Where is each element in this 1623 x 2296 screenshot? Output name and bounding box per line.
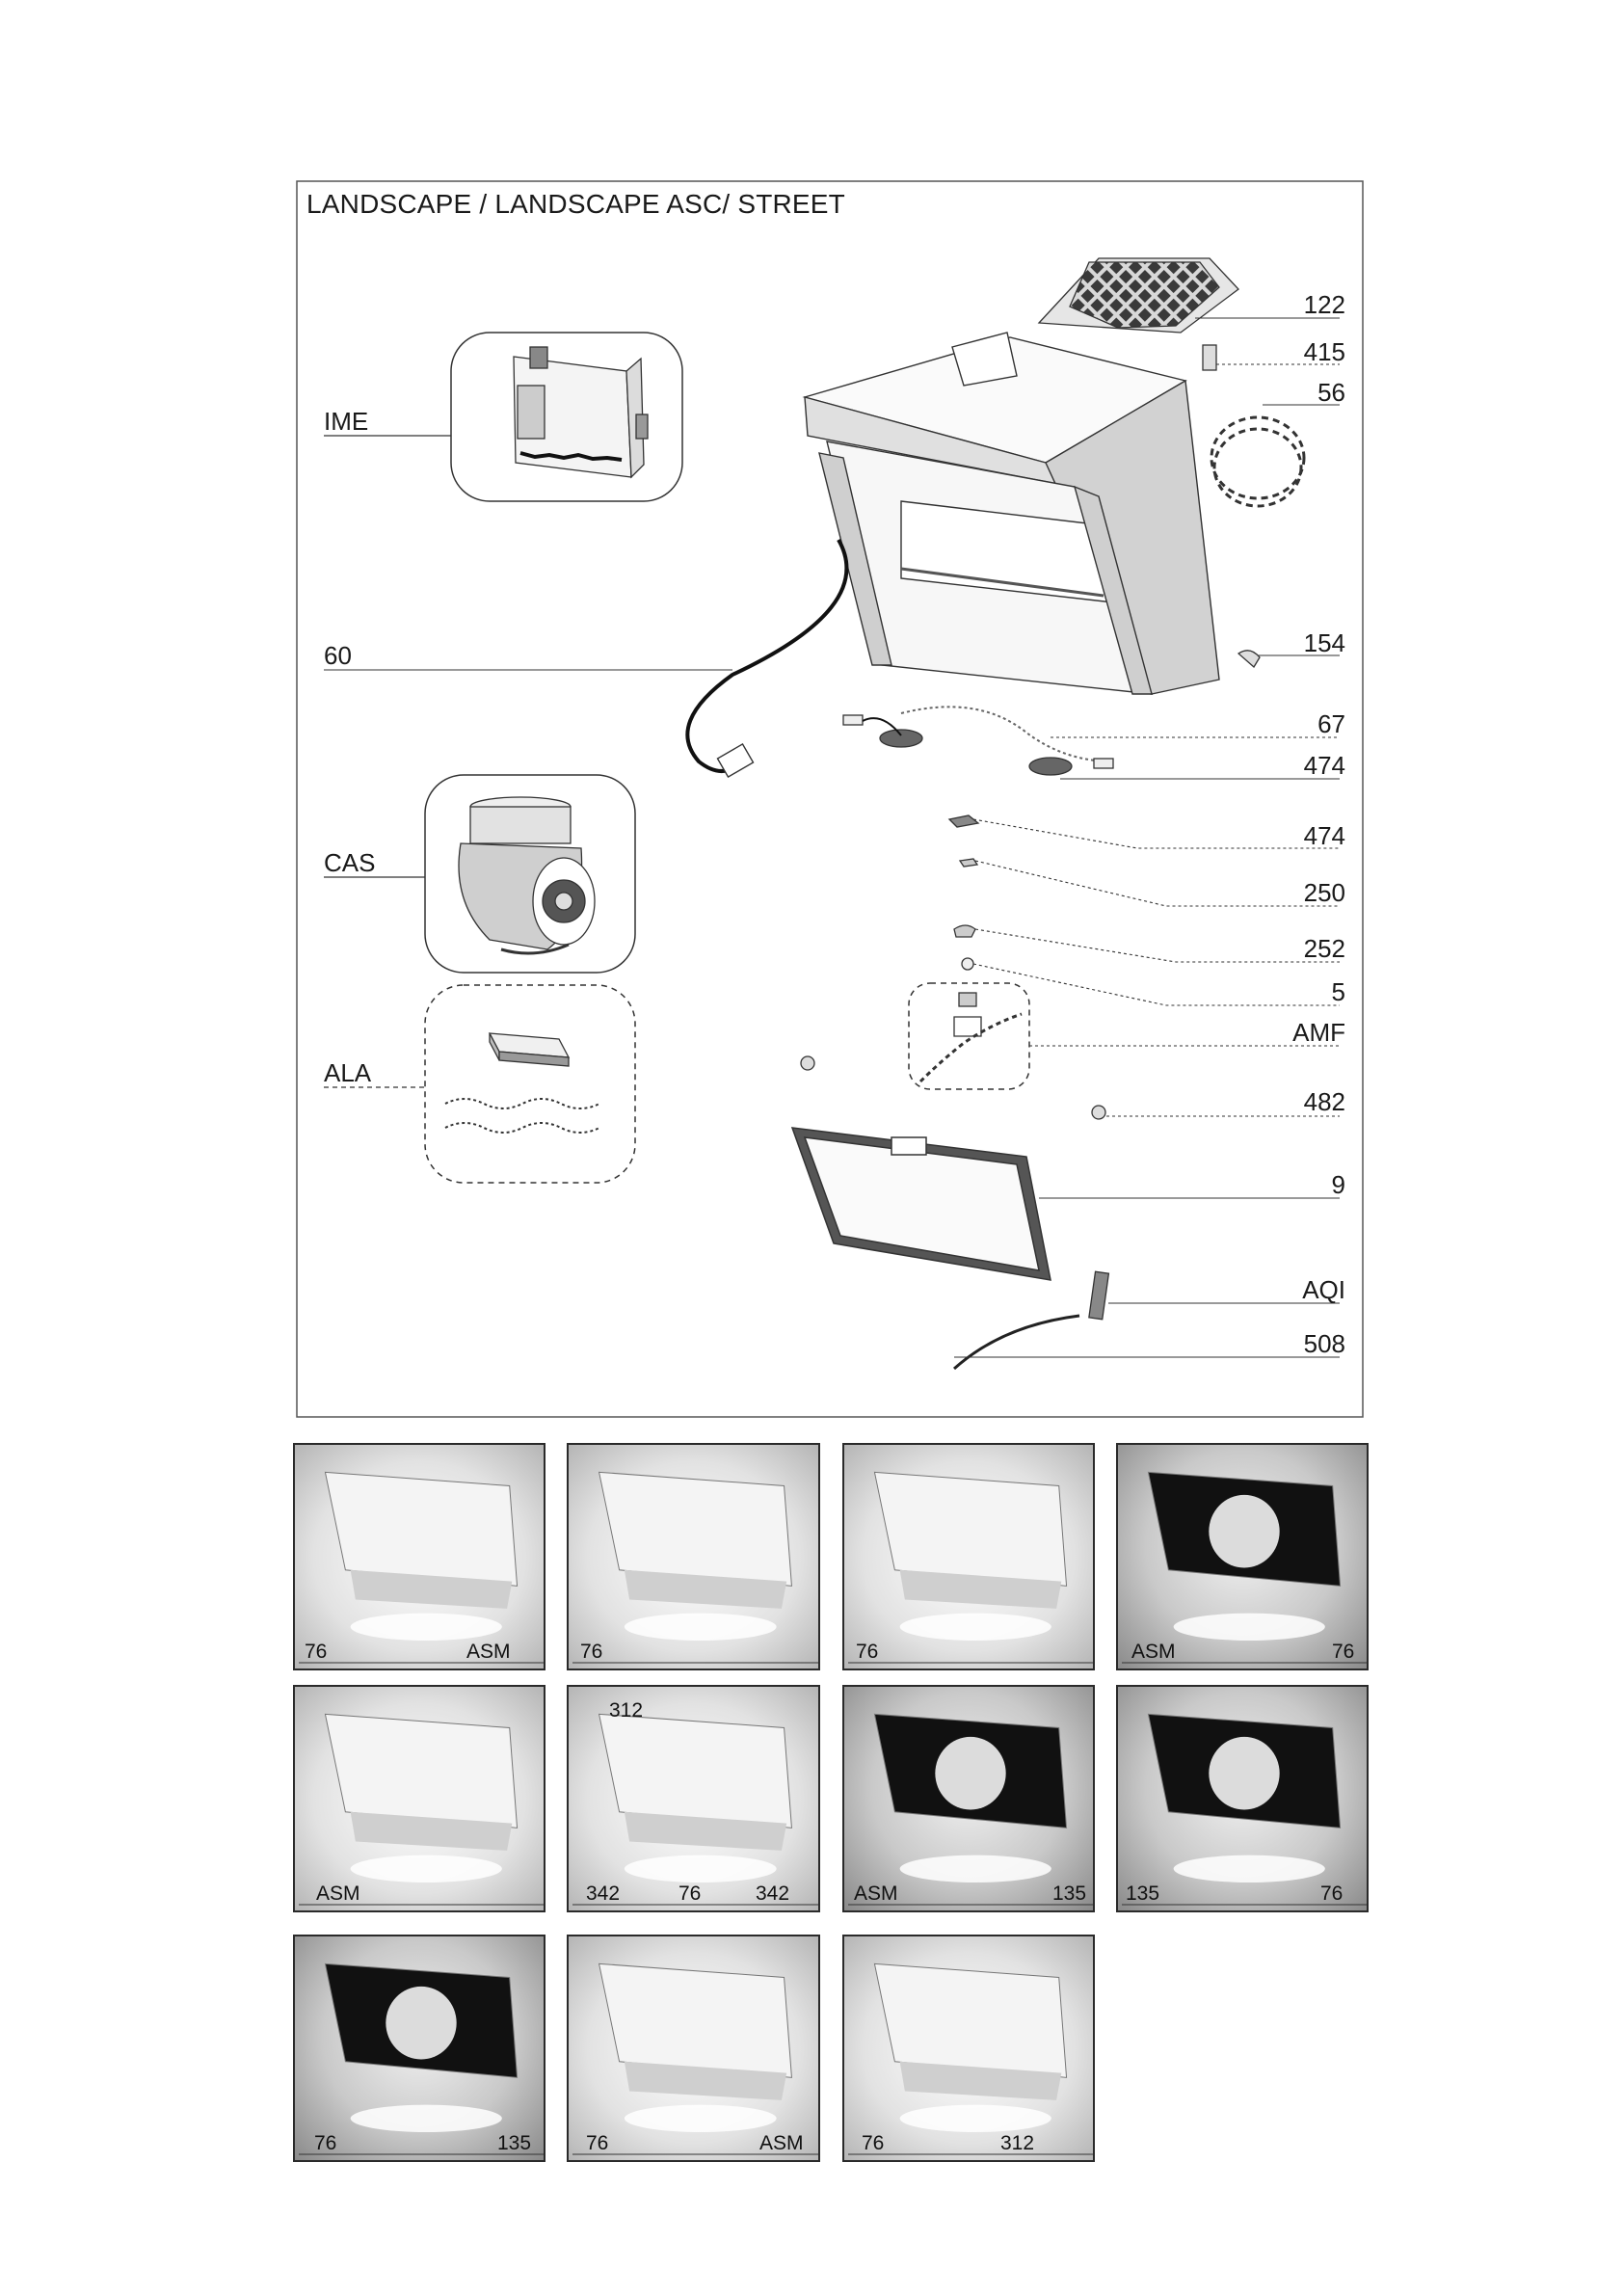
hood-variant-illustration <box>1122 1713 1367 1906</box>
electronic-board-part <box>513 346 649 479</box>
hood-body-part <box>802 332 1220 695</box>
variant-part-label: 76 <box>314 2132 337 2154</box>
led-driver-part <box>444 1032 600 1134</box>
leader-lines <box>324 317 1340 1358</box>
variant-part-label: 76 <box>678 1882 702 1905</box>
variant-part-label: 76 <box>586 2132 609 2154</box>
power-cable-part <box>685 539 849 773</box>
amf-callout-box <box>908 982 1030 1090</box>
part-label-252: 252 <box>1303 934 1345 963</box>
variant-part-label: 76 <box>1332 1641 1355 1663</box>
variant-part-label: 312 <box>609 1699 644 1722</box>
variant-part-label: ASM <box>759 2132 804 2154</box>
variant-part-label: 135 <box>1126 1882 1160 1905</box>
variant-part-label: ASM <box>466 1641 511 1663</box>
variant-thumbnail-6: 312 342 76 342 <box>567 1685 820 1912</box>
part-label-482: 482 <box>1303 1087 1345 1116</box>
ala-callout-box <box>424 984 636 1184</box>
part-label-56: 56 <box>1317 378 1345 407</box>
hood-variant-illustration <box>299 1471 544 1664</box>
variant-part-label: 76 <box>862 2132 885 2154</box>
diagram-frame <box>296 180 1364 1418</box>
label-ime: IME <box>324 407 369 436</box>
variant-part-label: 76 <box>580 1641 603 1663</box>
variant-thumbnail-8: 135 76 <box>1116 1685 1369 1912</box>
carbon-filter-part <box>1037 257 1239 334</box>
part-label-415: 415 <box>1303 337 1345 366</box>
part-label-154: 154 <box>1303 628 1345 657</box>
lamp-parts <box>800 706 1114 1120</box>
hood-variant-illustration <box>572 1713 818 1906</box>
hood-variant-illustration <box>299 1713 544 1906</box>
variant-part-label: 76 <box>305 1641 328 1663</box>
part-label-9: 9 <box>1331 1170 1345 1199</box>
part-label-67: 67 <box>1317 709 1345 738</box>
part-label-474: 474 <box>1303 821 1345 850</box>
motor-part <box>458 796 596 955</box>
variant-thumbnail-3: 76 <box>842 1443 1095 1670</box>
variant-thumbnail-2: 76 <box>567 1443 820 1670</box>
part-label-aqi: AQI <box>1302 1275 1345 1304</box>
page-title: LANDSCAPE / LANDSCAPE ASC/ STREET <box>306 189 845 219</box>
hood-variant-illustration <box>848 1713 1093 1906</box>
variant-part-label: 135 <box>497 2132 532 2154</box>
hood-variant-illustration <box>848 1471 1093 1664</box>
variant-part-label: 342 <box>586 1882 621 1905</box>
hood-variant-illustration <box>572 1962 818 2155</box>
part-label-5: 5 <box>1331 977 1345 1006</box>
variant-part-label: ASM <box>316 1882 360 1905</box>
part-label-508: 508 <box>1303 1329 1345 1358</box>
ime-callout-box <box>450 332 683 502</box>
variant-part-label: 342 <box>756 1882 790 1905</box>
part-label-amf: AMF <box>1292 1018 1345 1047</box>
cas-callout-box <box>424 774 636 974</box>
hood-variant-illustration <box>572 1471 818 1664</box>
part-label-474: 474 <box>1303 751 1345 780</box>
label-ala: ALA <box>324 1058 372 1087</box>
label-cas: CAS <box>324 848 376 877</box>
part-label-122: 122 <box>1303 290 1345 319</box>
variant-part-label: 76 <box>856 1641 879 1663</box>
label-60: 60 <box>324 641 352 670</box>
variant-part-label: 312 <box>1000 2132 1035 2154</box>
variant-thumbnail-10: 76 ASM <box>567 1935 820 2162</box>
grease-filter-part <box>790 1127 1051 1281</box>
variant-thumbnail-9: 76 135 <box>293 1935 545 2162</box>
variant-thumbnail-11: 76 312 <box>842 1935 1095 2162</box>
part-label-250: 250 <box>1303 878 1345 907</box>
plug-icon <box>716 743 755 778</box>
hood-variant-illustration <box>299 1962 544 2155</box>
variant-part-label: ASM <box>854 1882 898 1905</box>
variant-part-label: 76 <box>1320 1882 1344 1905</box>
variant-thumbnail-5: ASM <box>293 1685 545 1912</box>
variant-thumbnail-4: ASM 76 <box>1116 1443 1369 1670</box>
variant-part-label: 135 <box>1052 1882 1087 1905</box>
variant-part-label: ASM <box>1131 1641 1176 1663</box>
hood-variant-illustration <box>848 1962 1093 2155</box>
amf-part <box>918 992 1023 1083</box>
clip-part <box>1202 344 1306 669</box>
variant-thumbnail-1: 76 ASM <box>293 1443 545 1670</box>
hood-variant-illustration <box>1122 1471 1367 1664</box>
variant-thumbnail-7: ASM 135 <box>842 1685 1095 1912</box>
aqi-sensor-part <box>952 1270 1110 1371</box>
